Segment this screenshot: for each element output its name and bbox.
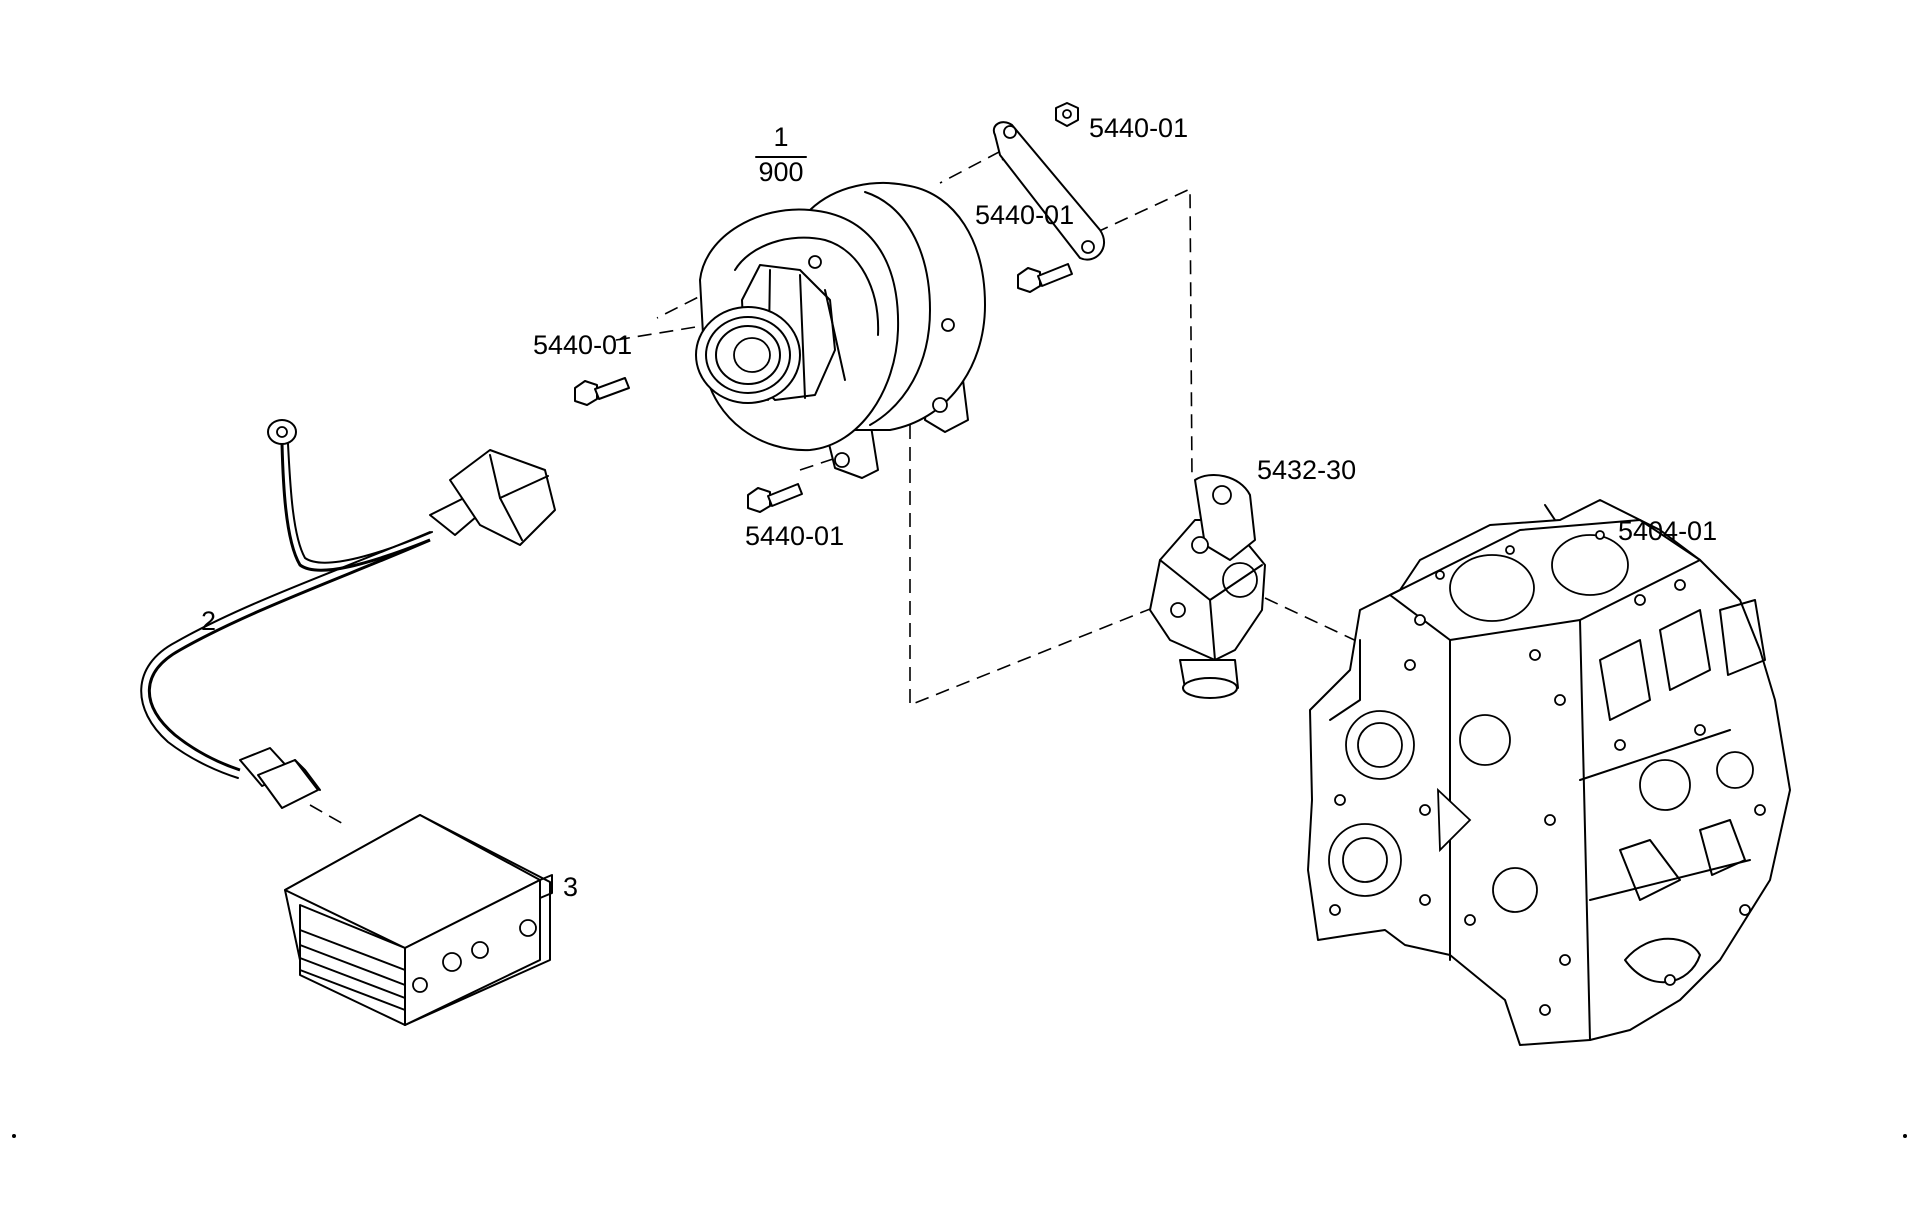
hex-nut <box>1055 102 1079 127</box>
bolt-bracket <box>1017 263 1073 293</box>
label-harness: 2 <box>201 606 216 636</box>
alternator-bracket <box>1149 474 1266 699</box>
bolt-lower <box>747 483 803 513</box>
label-bolt-left: 5440-01 <box>533 330 632 360</box>
label-engine-block: 5404-01 <box>1618 516 1717 546</box>
label-bolt-lower: 5440-01 <box>745 521 844 551</box>
label-bracket: 5432-30 <box>1257 455 1356 485</box>
corner-mark-left <box>12 1134 16 1138</box>
label-control-unit: 3 <box>563 872 578 902</box>
engine-block <box>1307 499 1791 1046</box>
wiring-harness <box>140 419 556 809</box>
label-nut-top: 5440-01 <box>1089 113 1188 143</box>
control-unit <box>284 814 553 1026</box>
label-bolt-bracket: 5440-01 <box>975 200 1074 230</box>
mounting-plate <box>992 121 1106 261</box>
bolt-left <box>574 377 630 406</box>
label-alternator-den: 900 <box>758 157 803 187</box>
label-alternator-num: 1 <box>773 122 788 152</box>
alternator <box>695 182 986 479</box>
callout-labels: 1 900 2 3 5440-01 5440-01 5440-01 5440-0… <box>201 113 1717 902</box>
corner-mark-right <box>1903 1134 1907 1138</box>
